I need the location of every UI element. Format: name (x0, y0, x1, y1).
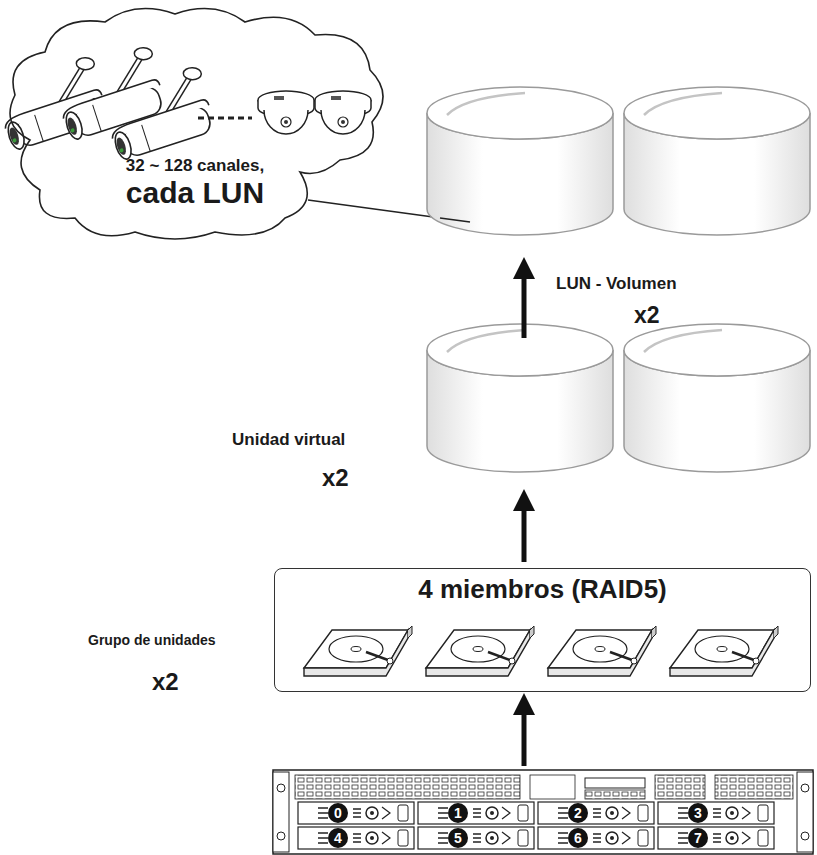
dome-camera (315, 91, 371, 134)
layer-label: LUN - Volumen (556, 274, 677, 294)
count-label: x2 (634, 302, 660, 328)
node-heading: 4 miembros (RAID5) (275, 575, 810, 605)
bay-number: 1 (448, 804, 468, 822)
bay-number: 2 (568, 804, 588, 822)
bay-number: 6 (568, 829, 588, 847)
storage-server (273, 770, 813, 854)
count-label: x2 (322, 464, 349, 492)
cloud-outline (10, 9, 383, 239)
up-arrow (522, 704, 527, 766)
cloud-outline (0, 0, 392, 246)
cloud-callout: 32 ~ 128 canales,cada LUN (0, 0, 392, 246)
hard-drive (426, 626, 534, 676)
lun-volume (427, 87, 613, 235)
lun-volume (624, 87, 810, 235)
bay-number-disc (328, 803, 708, 848)
up-arrow (522, 268, 527, 338)
up-arrow (522, 500, 527, 562)
bay-number: 5 (448, 829, 468, 847)
box-title: 4 miembros (RAID5) (275, 575, 810, 605)
virtual-drive (624, 324, 810, 472)
bay-number: 3 (688, 804, 708, 822)
dome-camera (258, 91, 314, 134)
hard-drive (670, 626, 778, 676)
bay-number: 4 (328, 829, 348, 847)
leader-line (440, 218, 470, 222)
raid-group-box: 4 miembros (RAID5) (274, 568, 811, 692)
bay-number: 7 (688, 829, 708, 847)
cloud-text: 32 ~ 128 canales,cada LUN (85, 156, 305, 210)
count-label: x2 (152, 668, 179, 696)
layer-label: Grupo de unidades (88, 632, 216, 648)
virtual-drive (427, 324, 613, 472)
hard-drive (548, 626, 656, 676)
bay-number: 0 (328, 804, 348, 822)
node-heading: 32 ~ 128 canales, (85, 156, 305, 176)
more-cameras-dashes (198, 117, 252, 120)
node-text: cada LUN (85, 176, 305, 211)
layer-label: Unidad virtual (232, 430, 345, 450)
bullet-camera (98, 62, 221, 161)
hard-drive (304, 626, 412, 676)
